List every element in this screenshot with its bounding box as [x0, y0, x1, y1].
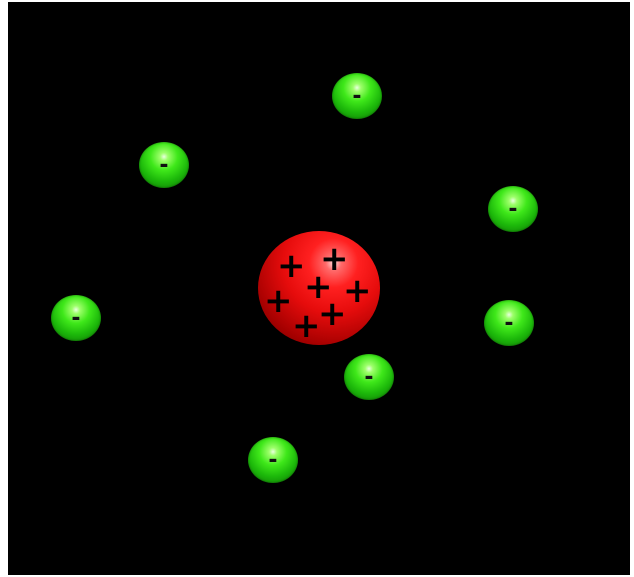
electron: -: [484, 300, 534, 346]
nucleus: + + + + + + +: [258, 231, 380, 345]
electron: -: [139, 142, 189, 188]
electron: -: [332, 73, 382, 119]
electron: -: [51, 295, 101, 341]
atom-model-canvas: - - - - - - - + + + + + + +: [8, 2, 630, 575]
electron: -: [248, 437, 298, 483]
electron-charge-label: -: [268, 450, 277, 472]
electron: -: [344, 354, 394, 400]
electron-charge-label: -: [508, 199, 517, 221]
proton-charge-label: +: [343, 274, 372, 308]
proton-charge-label: +: [292, 309, 321, 343]
proton-charge-label: +: [264, 284, 293, 318]
electron-charge-label: -: [352, 86, 361, 108]
proton-charge-label: +: [318, 297, 347, 331]
electron-charge-label: -: [504, 313, 513, 335]
electron-charge-label: -: [71, 308, 80, 330]
electron: -: [488, 186, 538, 232]
electron-charge-label: -: [159, 155, 168, 177]
proton-charge-label: +: [277, 249, 306, 283]
electron-charge-label: -: [364, 367, 373, 389]
